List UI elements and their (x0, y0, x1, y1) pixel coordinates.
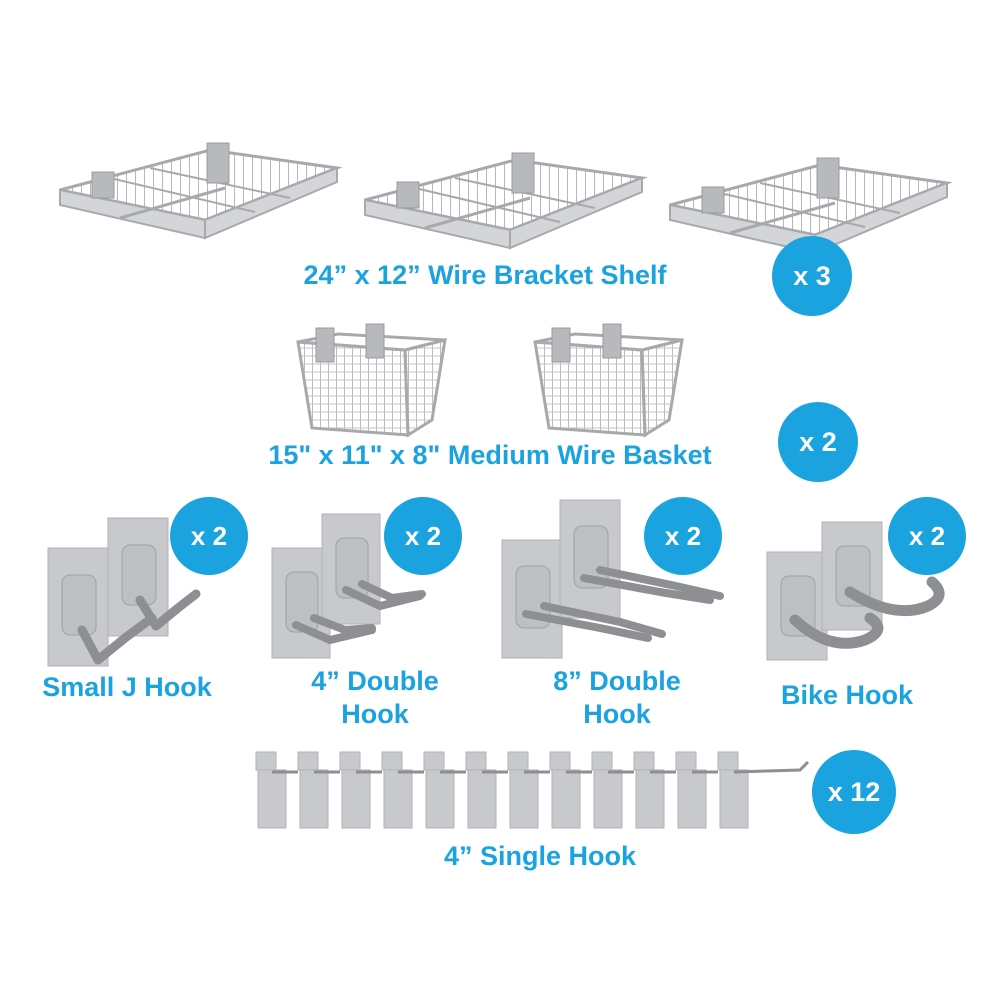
small-j-hook-quantity-badge: x 2 (170, 497, 248, 575)
single-hook-label: 4” Single Hook (443, 841, 637, 871)
wire-shelf-image (59, 142, 343, 240)
double-hook-8-quantity-badge: x 2 (644, 497, 722, 575)
wire-basket-image (296, 323, 447, 438)
basket-quantity-badge: x 2 (778, 402, 858, 482)
double-hook-4-quantity-badge: x 2 (384, 497, 462, 575)
small-j-hook-label: Small J Hook (42, 672, 212, 702)
wire-shelf-image (364, 152, 648, 250)
wire-basket-image (533, 323, 684, 438)
double-hook-4-image (271, 513, 426, 659)
double-hook-4-label-line1: 4” Double (311, 666, 439, 696)
bike-hook-quantity-badge: x 2 (888, 497, 966, 575)
double-hook-8-label-line2: Hook (583, 699, 651, 729)
small-j-hook-image (47, 517, 201, 667)
bike-hook-image (766, 521, 945, 661)
basket-label: 15" x 11" x 8" Medium Wire Basket (268, 440, 712, 470)
single-hook-quantity-badge: x 12 (812, 750, 896, 834)
double-hook-8-label-line1: 8” Double (553, 666, 681, 696)
double-hook-8-image (501, 499, 724, 659)
wire-shelf-image (669, 157, 953, 255)
shelf-label: 24” x 12” Wire Bracket Shelf (303, 260, 667, 290)
double-hook-8-label: 8” Double Hook (522, 665, 712, 731)
double-hook-4-label: 4” Double Hook (280, 665, 470, 731)
single-hooks-image (255, 751, 810, 829)
shelf-quantity-badge: x 3 (772, 236, 852, 316)
bike-hook-label: Bike Hook (780, 680, 914, 710)
double-hook-4-label-line2: Hook (341, 699, 409, 729)
